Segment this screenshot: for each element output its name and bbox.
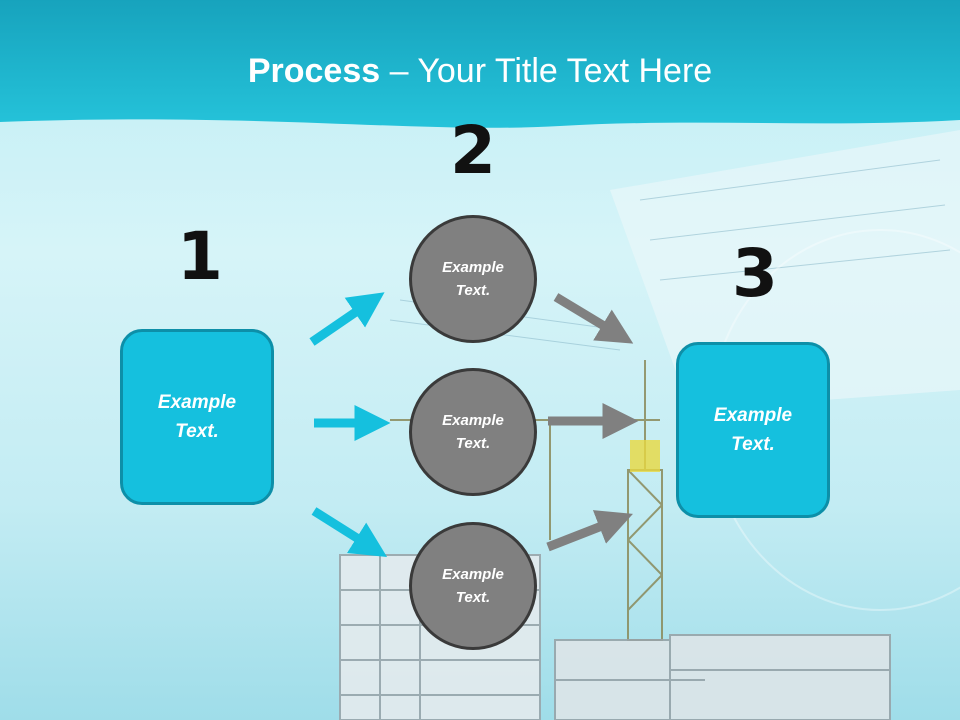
step-3-text-line2: Text. [731,434,775,455]
circle-middle-line1: Example [442,412,504,429]
step-2-circle-middle: Example Text. [409,368,537,496]
title-bold: Process [247,52,381,90]
title-rest: – Your Title Text Here [380,52,713,90]
circle-bottom-line2: Text. [455,589,491,606]
arrow-to-top-circle [309,292,385,346]
circle-top-line1: Example [442,259,504,276]
step-1-box: Example Text. [120,329,274,505]
step-2-circle-bottom: Example Text. [409,522,537,650]
arrow-from-top-circle [553,293,634,344]
arrow-to-bottom-circle [311,507,388,557]
circle-top-line2: Text. [455,282,491,299]
step-3-box: Example Text. [676,342,830,518]
slide-title: Process – Your Title Text Here [0,52,960,91]
step-3-text-line1: Example [713,405,793,426]
circle-bottom-line1: Example [442,566,504,583]
arrow-from-bottom-circle [546,510,633,552]
step-number-3: 3 [732,235,778,312]
step-2-circle-top: Example Text. [409,215,537,343]
step-number-1: 1 [177,218,223,295]
circle-middle-line2: Text. [455,435,491,452]
step-number-2: 2 [450,112,496,189]
step-1-text-line2: Text. [175,421,219,442]
step-1-text-line1: Example [157,392,237,413]
